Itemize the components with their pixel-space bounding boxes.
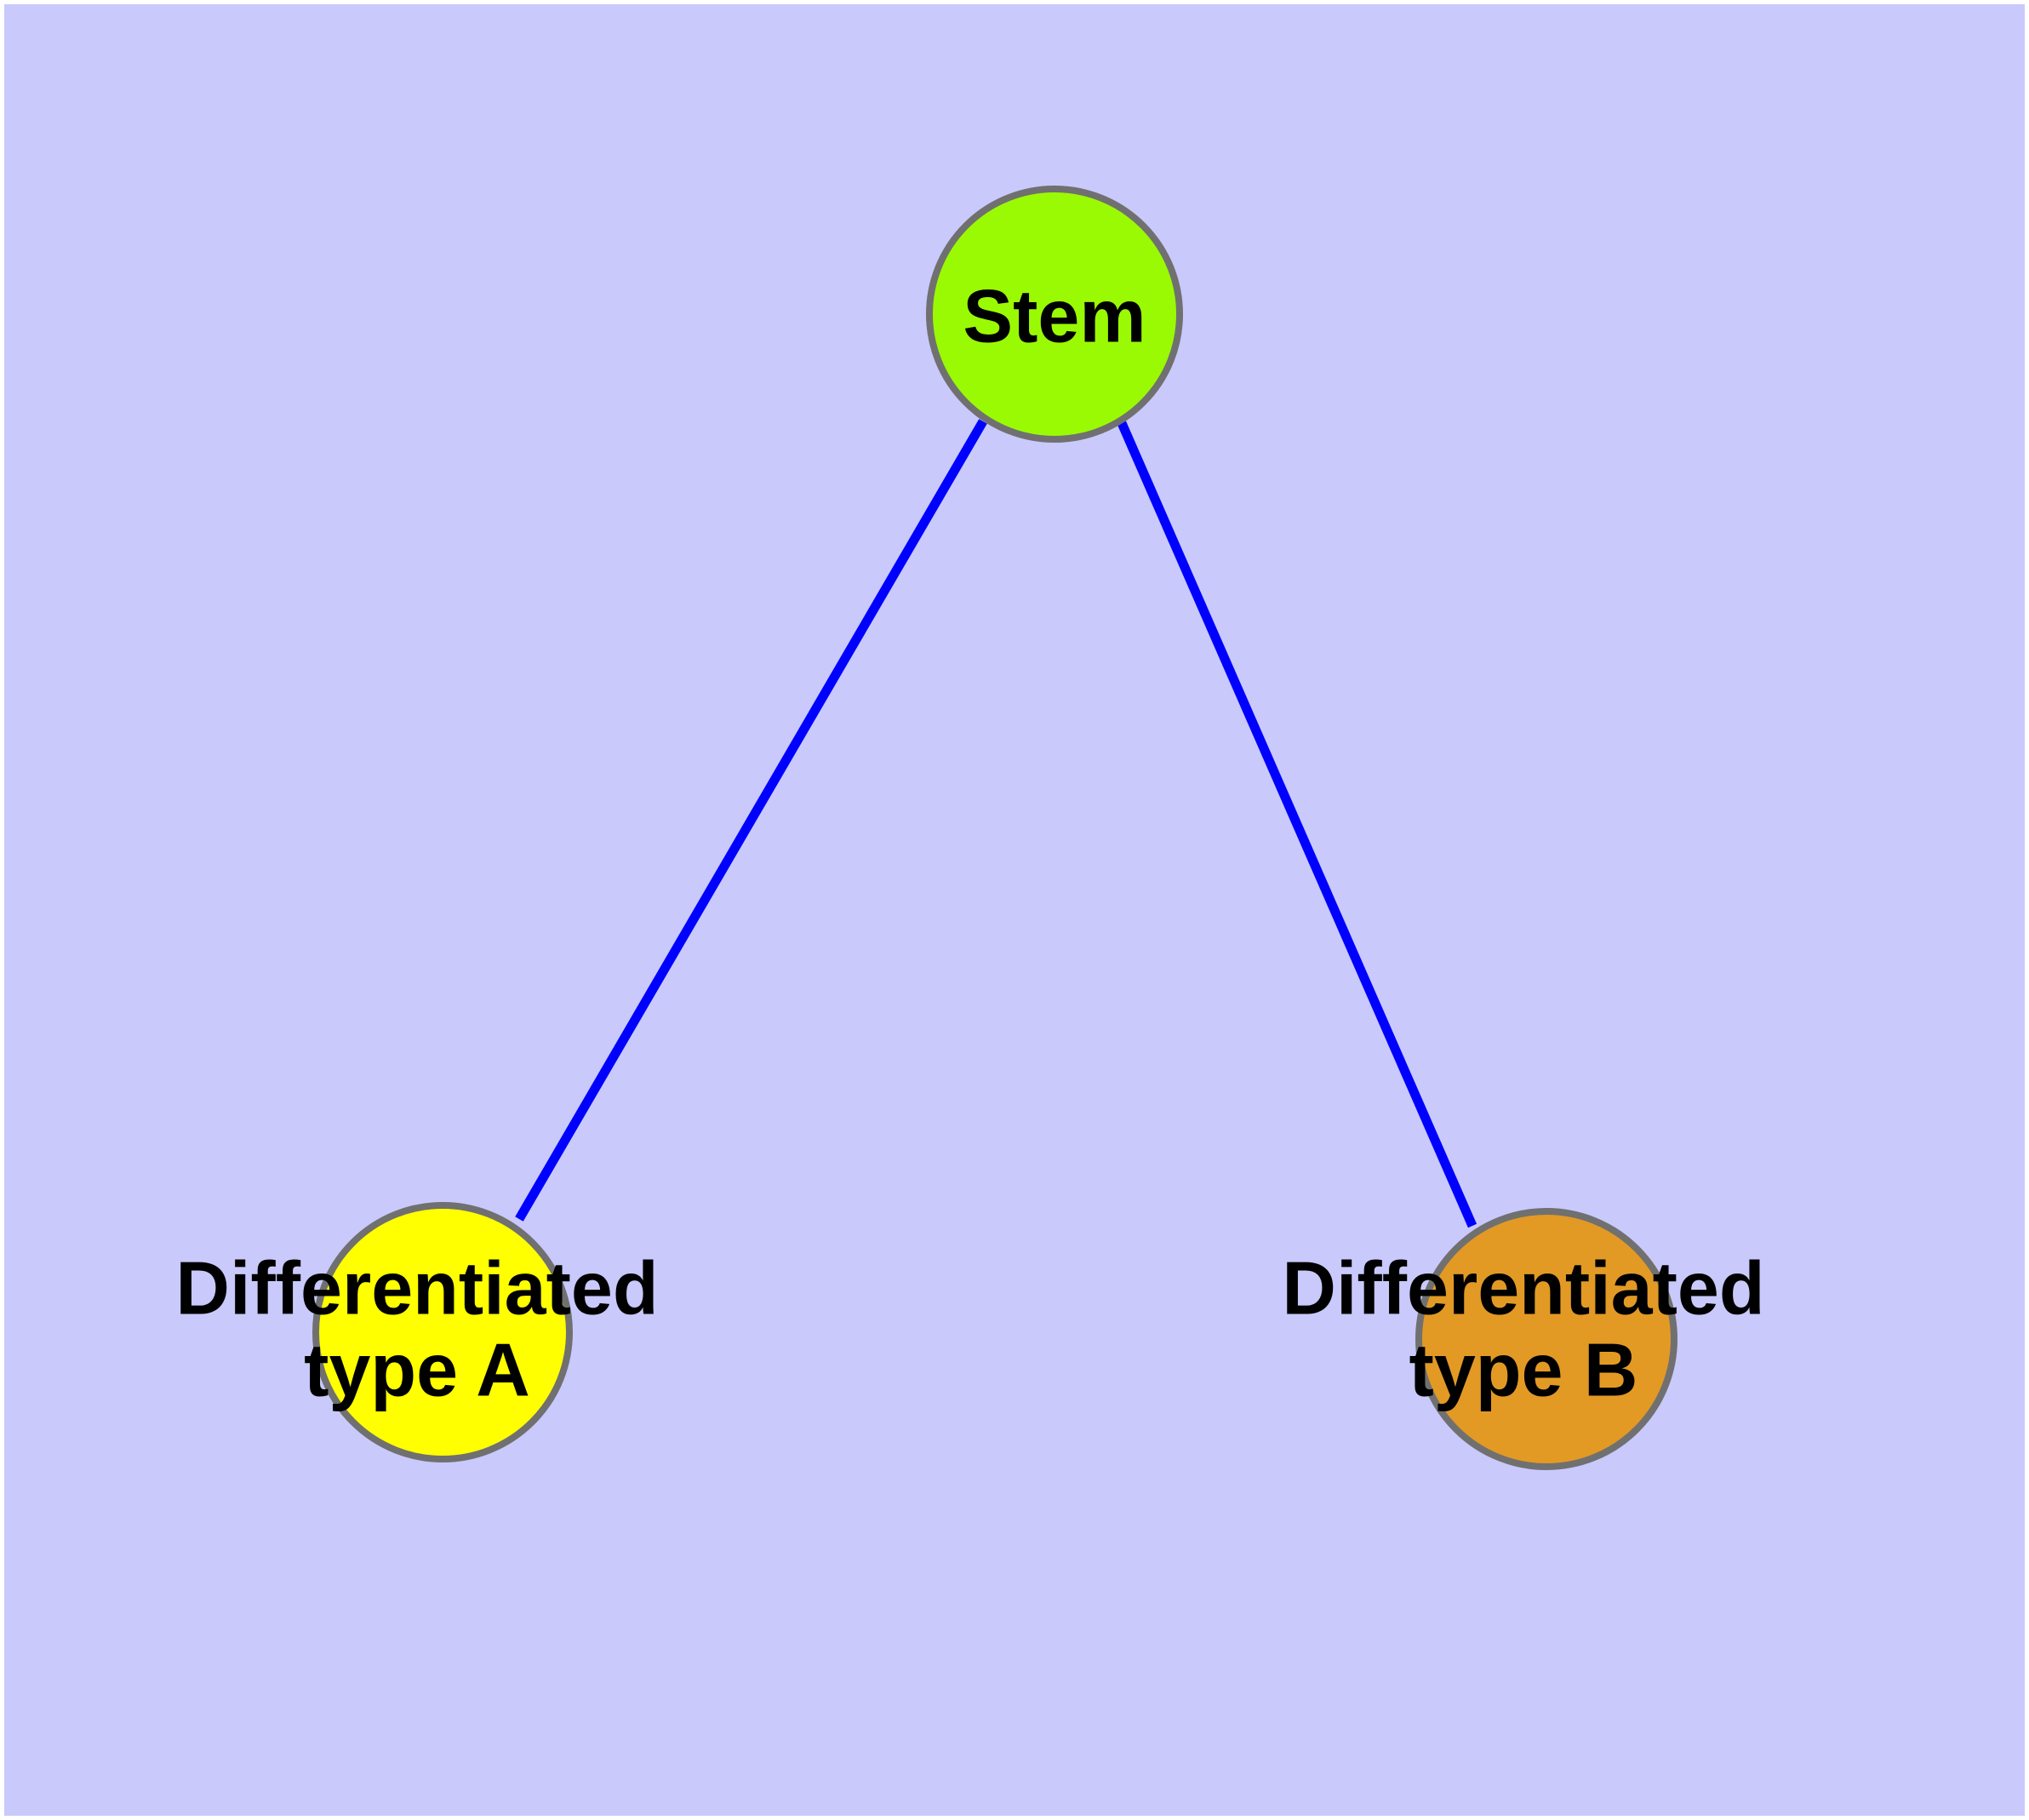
edge-layer [515,419,1477,1228]
edge-stem-to-diff-a[interactable] [515,419,987,1222]
node-layer [312,186,1677,1470]
node-diff-a-circle[interactable] [312,1202,573,1462]
node-diff-a[interactable] [312,1202,573,1462]
node-diff-a-label-line2: type A [304,1327,530,1411]
node-diff-b[interactable] [1415,1208,1677,1470]
node-stem-circle[interactable] [926,186,1183,443]
node-diff-b-label-line1: Differentiated [1282,1245,1764,1330]
label-layer: Stem Differentiated type A Differentiate… [175,273,1764,1411]
node-diff-b-label-line2: type B [1409,1327,1638,1411]
node-stem[interactable] [926,186,1183,443]
node-diff-a-label-line1: Differentiated [175,1245,658,1330]
edge-stem-to-diff-b[interactable] [1117,421,1477,1228]
node-stem-label: Stem [963,273,1146,358]
node-diff-b-circle[interactable] [1415,1208,1677,1470]
